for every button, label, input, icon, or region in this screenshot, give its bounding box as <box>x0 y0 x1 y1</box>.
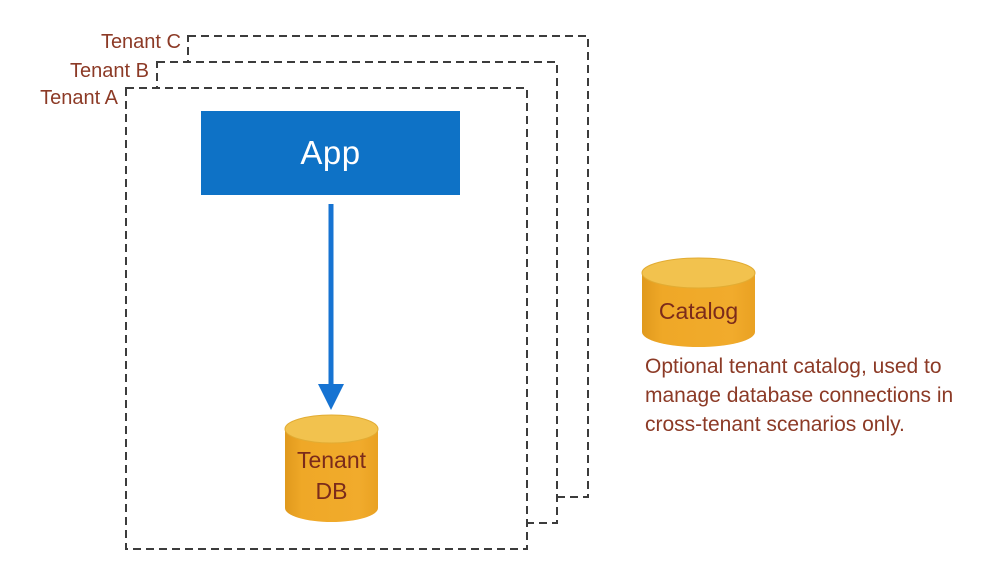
arrow-head-icon <box>318 384 344 410</box>
app-box: App <box>201 111 460 195</box>
catalog-cylinder-body <box>642 273 755 348</box>
tenant-b-label: Tenant B <box>70 60 149 82</box>
tenant-c-label: Tenant C <box>100 31 181 53</box>
caption-line-1: Optional tenant catalog, used to <box>645 355 942 378</box>
caption-line-3: cross-tenant scenarios only. <box>645 413 905 436</box>
tenant-db-cylinder-top <box>284 414 379 444</box>
tenant-db-cylinder-body <box>285 429 378 523</box>
catalog-cylinder-top <box>641 257 756 289</box>
app-to-db-arrow <box>318 204 344 410</box>
tenant-db-label-line2: DB <box>316 478 348 504</box>
tenant-a-label: Tenant A <box>40 87 118 109</box>
catalog-caption: Optional tenant catalog, used to manage … <box>645 352 997 439</box>
tenant-db-cylinder: Tenant DB <box>284 414 379 523</box>
caption-line-2: manage database connections in <box>645 384 954 407</box>
catalog-label: Catalog <box>659 298 738 324</box>
catalog-cylinder: Catalog <box>641 257 756 348</box>
tenant-db-label-line1: Tenant <box>297 447 367 473</box>
